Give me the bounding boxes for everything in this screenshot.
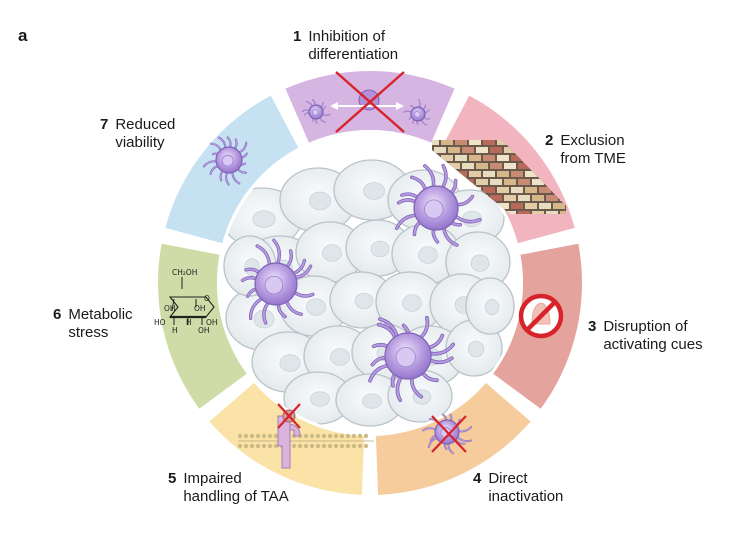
segment-7-line1: Reduced <box>115 116 176 133</box>
segment-2-line1: Exclusion <box>560 132 625 149</box>
dendritic-cell-bottom <box>368 315 455 403</box>
glucose-ho: HO <box>154 318 166 327</box>
glucose-h-bottom: H <box>172 326 178 335</box>
segment-6-line1: Metabolic <box>68 306 133 323</box>
segment-5-number: 5 <box>168 470 177 487</box>
tumor-cell <box>335 373 405 427</box>
glucose-o: O <box>204 294 210 303</box>
segment-1-line2: differentiation <box>308 46 399 63</box>
glucose-oh-bottom: OH <box>198 326 210 335</box>
segment-2-number: 2 <box>545 132 554 149</box>
small-dendritic-cell-1a <box>301 99 331 124</box>
glucose-icon: CH₂OH O OH OH HO H OH H OH <box>154 268 218 335</box>
segment-1-number: 1 <box>293 28 302 45</box>
dendritic-cell-top-right <box>394 163 482 247</box>
segment-4-line2: inactivation <box>488 488 564 505</box>
no-activation-bell-icon <box>518 293 564 339</box>
tumor-cell <box>465 277 515 335</box>
segment-7-number: 7 <box>100 116 109 133</box>
dendritic-cell-left <box>240 238 315 325</box>
segment-5-line1: Impaired <box>183 470 242 487</box>
tumor-cell <box>295 221 365 283</box>
segment-7-line2: viability <box>115 134 165 151</box>
segment-3-line1: Disruption of <box>603 318 688 335</box>
glucose-h-mid: H <box>186 318 192 327</box>
glucose-oh-left: OH <box>164 304 176 313</box>
segment-3-number: 3 <box>588 318 597 335</box>
small-dendritic-cell-1b <box>402 99 431 126</box>
glucose-ch2oh: CH₂OH <box>172 268 197 277</box>
segment-3-line2: activating cues <box>603 336 703 353</box>
panel-label: a <box>18 26 28 45</box>
segment-4-number: 4 <box>473 470 482 487</box>
glucose-oh-mid: OH <box>194 304 206 313</box>
segment-4-line1: Direct <box>488 470 528 487</box>
ring-segment-6 <box>158 243 247 409</box>
segment-6-line2: stress <box>68 324 109 341</box>
segment-2-line2: from TME <box>560 150 626 167</box>
central-dendritic-cells <box>240 163 482 403</box>
segment-6-number: 6 <box>53 306 62 323</box>
segment-5-line2: handling of TAA <box>183 488 289 505</box>
small-dendritic-cell-7 <box>202 136 248 186</box>
segment-1-line1: Inhibition of <box>308 28 386 45</box>
glucose-oh-right: OH <box>206 318 218 327</box>
